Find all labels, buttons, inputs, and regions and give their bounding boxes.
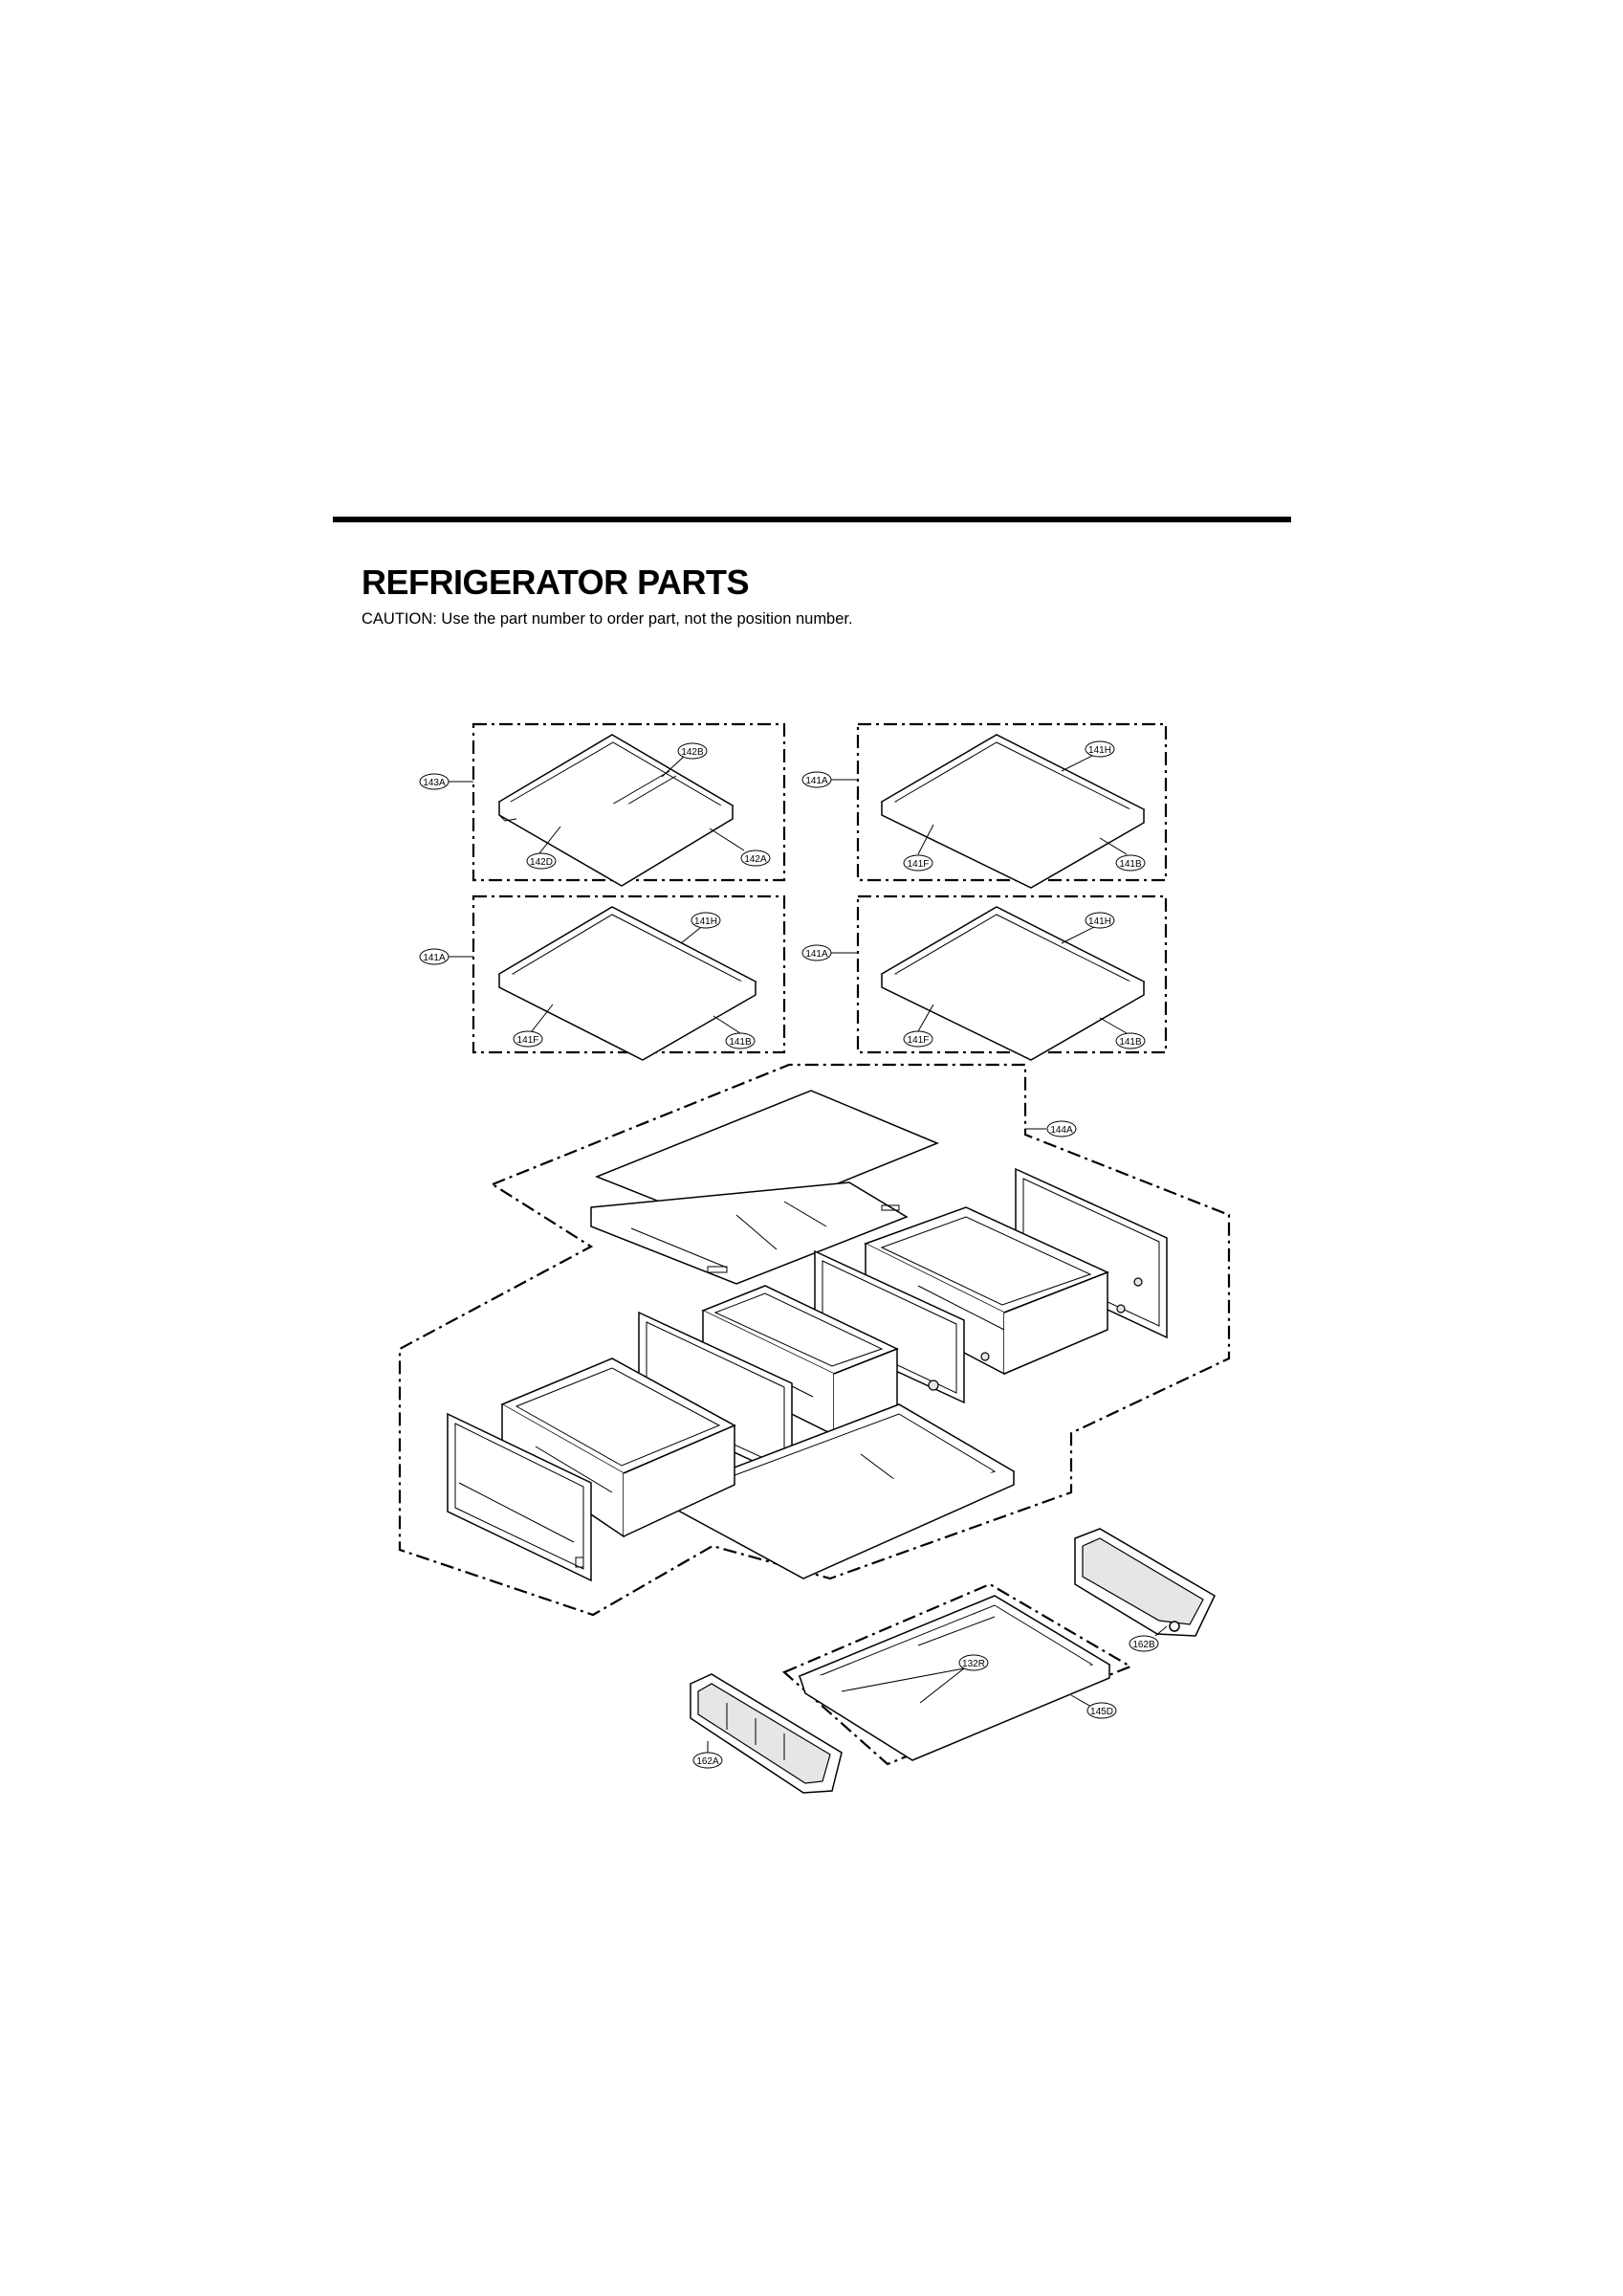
callout-162B-text: 162B — [1132, 1640, 1155, 1650]
callout-141F-b-text: 141F — [517, 1035, 539, 1046]
callout-141A-c-text: 141A — [805, 949, 828, 960]
callout-144A-text: 144A — [1050, 1125, 1073, 1136]
callout-141H-a-text: 141H — [1088, 745, 1111, 756]
callout-141F-c-text: 141F — [908, 1035, 930, 1046]
callout-132R-text: 132R — [962, 1659, 985, 1669]
callout-labels: 143A 142B 142D 142A 141A 141H 141F 141B … — [419, 740, 1159, 1769]
callout-141H-b-text: 141H — [694, 916, 717, 927]
callout-132R: 132R — [958, 1654, 989, 1671]
callout-142A-text: 142A — [744, 854, 767, 865]
callout-141B-a-text: 141B — [1119, 859, 1142, 870]
callout-141B-c-text: 141B — [1119, 1037, 1142, 1048]
callout-141F-b: 141F — [513, 1030, 543, 1048]
header-rule — [333, 517, 1291, 522]
callout-141H-b: 141H — [691, 912, 721, 929]
callout-141B-c: 141B — [1115, 1032, 1146, 1049]
glass-shelf-3 — [497, 906, 757, 1061]
crisper-base-tray — [668, 1403, 1016, 1579]
callout-141F-a-text: 141F — [908, 859, 930, 870]
callout-145D-text: 145D — [1090, 1707, 1113, 1717]
callout-162B: 162B — [1129, 1635, 1159, 1652]
crisper-assembly-box — [398, 1063, 1231, 1617]
callout-142A: 142A — [740, 850, 771, 867]
drawer-group-box — [781, 1582, 1133, 1766]
glass-shelf-4 — [880, 906, 1146, 1061]
callout-141F-c: 141F — [903, 1030, 933, 1048]
callout-141B-b-text: 141B — [729, 1037, 752, 1048]
callout-141H-a: 141H — [1085, 740, 1115, 758]
callout-142D: 142D — [526, 852, 557, 870]
callout-141H-c-text: 141H — [1088, 916, 1111, 927]
callout-141A-a-text: 141A — [805, 776, 828, 786]
callout-141A-c: 141A — [801, 944, 832, 961]
callout-141B-a: 141B — [1115, 854, 1146, 872]
rail-cover-right — [1074, 1528, 1216, 1637]
callout-162A-text: 162A — [696, 1756, 719, 1767]
caution-note: CAUTION: Use the part number to order pa… — [362, 610, 853, 628]
split-shelf — [497, 734, 735, 887]
crisper-center-divider-panel — [814, 1249, 965, 1404]
callout-144A: 144A — [1046, 1120, 1077, 1137]
callout-141B-b: 141B — [725, 1032, 756, 1049]
glass-shelf-2 — [880, 734, 1146, 889]
rail-cover-left — [690, 1673, 843, 1794]
callout-143A: 143A — [419, 773, 450, 790]
callout-141H-c: 141H — [1085, 912, 1115, 929]
drawer-tray — [798, 1595, 1111, 1761]
callout-142B: 142B — [677, 742, 708, 760]
callout-141A-a: 141A — [801, 771, 832, 788]
crisper-front-panel — [447, 1412, 592, 1582]
callout-143A-text: 143A — [423, 778, 446, 788]
callout-142B-text: 142B — [681, 747, 704, 758]
callout-141F-a: 141F — [903, 854, 933, 872]
callout-142D-text: 142D — [530, 857, 553, 868]
callout-141A-b: 141A — [419, 948, 450, 965]
callout-162A: 162A — [692, 1752, 723, 1769]
callout-141A-b-text: 141A — [423, 953, 446, 963]
page-title: REFRIGERATOR PARTS — [362, 563, 750, 602]
crisper-cover-frame — [590, 1181, 909, 1285]
callout-145D: 145D — [1086, 1702, 1117, 1719]
